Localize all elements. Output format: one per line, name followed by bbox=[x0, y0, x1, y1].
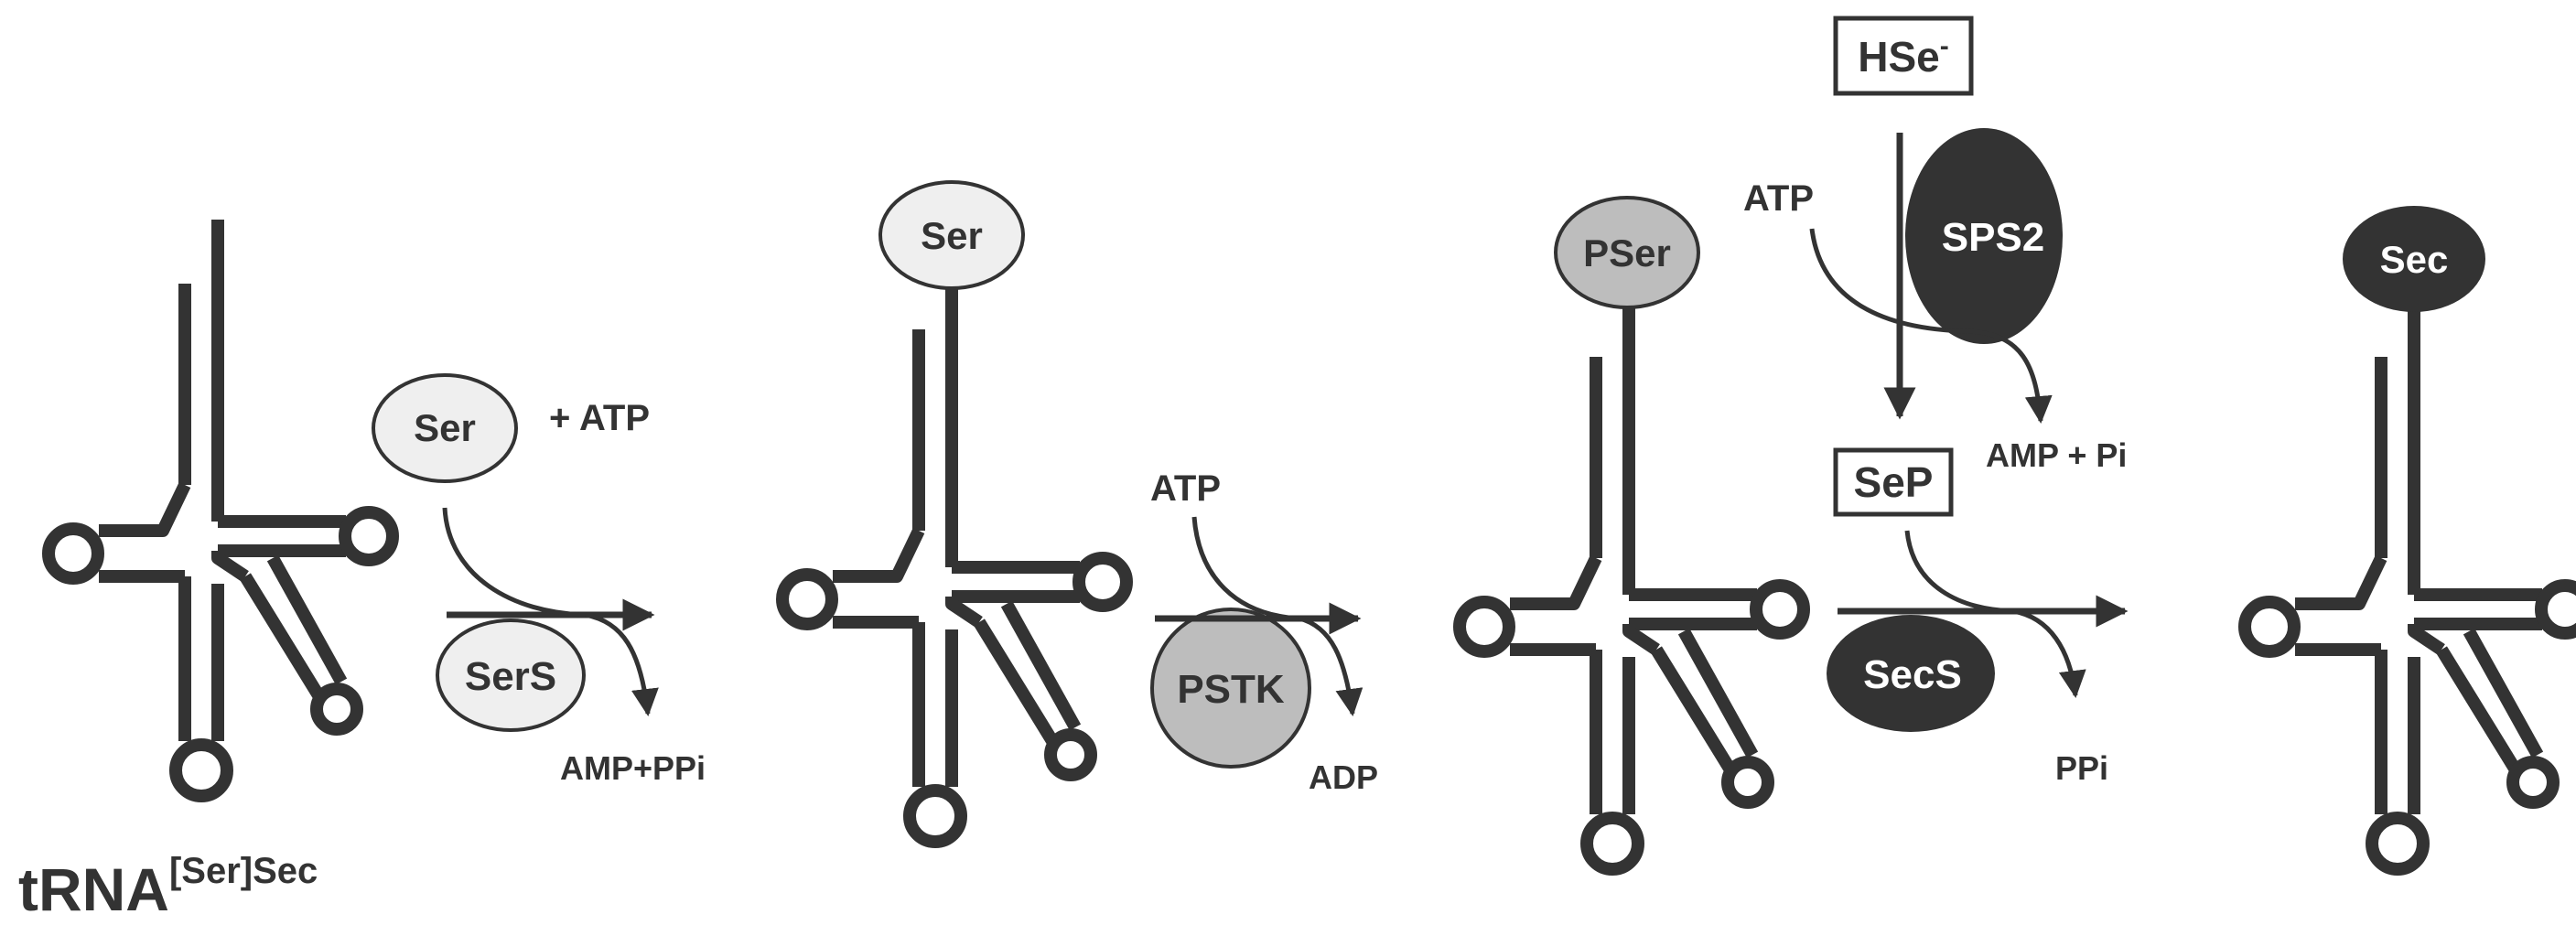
sers-label: SerS bbox=[465, 654, 556, 699]
hse-label: HSe- bbox=[1858, 31, 1948, 81]
sers-enzyme bbox=[436, 618, 586, 732]
plus-atp-label: + ATP bbox=[549, 398, 650, 438]
ser-charged-label: Ser bbox=[921, 214, 983, 257]
trna-structure-2 bbox=[782, 265, 1126, 842]
ser-input-curve bbox=[442, 507, 587, 618]
amp-ppi-label: AMP+PPi bbox=[560, 749, 706, 787]
atp-2-label: ATP bbox=[1150, 468, 1221, 509]
sps2-label: SPS2 bbox=[1942, 215, 2045, 260]
secs-label: SecS bbox=[1863, 652, 1962, 697]
sep-input-curve bbox=[1904, 530, 2014, 614]
pstk-enzyme bbox=[1150, 608, 1311, 769]
sec-charged-node bbox=[2343, 206, 2485, 312]
atp-3-curve bbox=[1809, 228, 2053, 424]
pser-charged-label: PSer bbox=[1583, 231, 1671, 274]
ppi-label: PPi bbox=[2055, 749, 2108, 787]
trna-structure-3 bbox=[1460, 293, 1804, 869]
sps2-enzyme bbox=[1905, 128, 2063, 344]
trna-structure-1 bbox=[49, 220, 393, 796]
pstk-byproduct-arrow bbox=[1299, 616, 1363, 716]
sep-box bbox=[1833, 447, 1954, 517]
ser-free-label: Ser bbox=[414, 406, 476, 449]
secs-byproduct-arrow bbox=[2012, 608, 2086, 698]
sep-label: SeP bbox=[1854, 458, 1934, 506]
trna-structure-4 bbox=[2245, 293, 2576, 869]
sers-byproduct-arrow bbox=[585, 612, 659, 716]
pstk-label: PSTK bbox=[1177, 667, 1285, 712]
adp-label: ADP bbox=[1309, 758, 1378, 796]
trna-label: tRNA[Ser]Sec bbox=[18, 851, 318, 923]
ser-free-node bbox=[372, 373, 518, 483]
atp-2-input-curve bbox=[1191, 516, 1300, 621]
hse-box bbox=[1833, 16, 1974, 96]
pser-charged-node bbox=[1554, 196, 1700, 309]
secs-enzyme bbox=[1827, 615, 1995, 732]
amp-pi-label: AMP + Pi bbox=[1986, 436, 2127, 474]
sec-charged-label: Sec bbox=[2380, 238, 2449, 281]
atp-3-label: ATP bbox=[1743, 178, 1814, 219]
ser-charged-node bbox=[878, 180, 1025, 290]
